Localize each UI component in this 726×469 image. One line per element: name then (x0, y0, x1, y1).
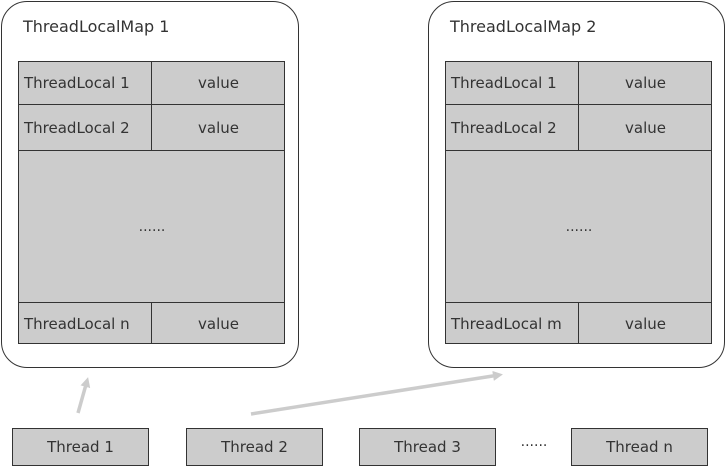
map-table: ThreadLocal 1 value ThreadLocal 2 value … (445, 61, 712, 344)
thread-local-map-1: ThreadLocalMap 1 ThreadLocal 1 value Thr… (1, 1, 299, 368)
map-title: ThreadLocalMap 1 (23, 17, 170, 36)
thread-local-map-2: ThreadLocalMap 2 ThreadLocal 1 value Thr… (428, 1, 725, 368)
thread-box: Thread 2 (186, 428, 323, 466)
entry-value: value (625, 314, 666, 333)
thread-box: Thread 3 (359, 428, 496, 466)
entry-key: ThreadLocal 1 (451, 74, 557, 92)
entry-key: ThreadLocal 2 (451, 118, 557, 137)
threads-ellipsis: ...... (520, 434, 548, 450)
thread-box: Thread n (571, 428, 708, 466)
arrow-thread1-to-map1 (76, 377, 91, 414)
entry-key: ThreadLocal 1 (24, 74, 130, 92)
entry-value: value (198, 314, 239, 333)
entry-value: value (198, 74, 239, 92)
map-title: ThreadLocalMap 2 (450, 17, 597, 36)
entry-key: ThreadLocal n (24, 314, 130, 333)
entry-value: value (198, 118, 239, 137)
arrow-thread2-to-map2 (250, 370, 503, 416)
entry-key: ThreadLocal 2 (24, 118, 130, 137)
entry-key: ThreadLocal m (451, 314, 562, 333)
entries-ellipsis: ...... (559, 151, 599, 302)
entries-ellipsis: ...... (132, 151, 172, 302)
entry-value: value (625, 118, 666, 137)
map-table: ThreadLocal 1 value ThreadLocal 2 value … (18, 61, 285, 344)
entry-value: value (625, 74, 666, 92)
thread-box: Thread 1 (12, 428, 149, 466)
